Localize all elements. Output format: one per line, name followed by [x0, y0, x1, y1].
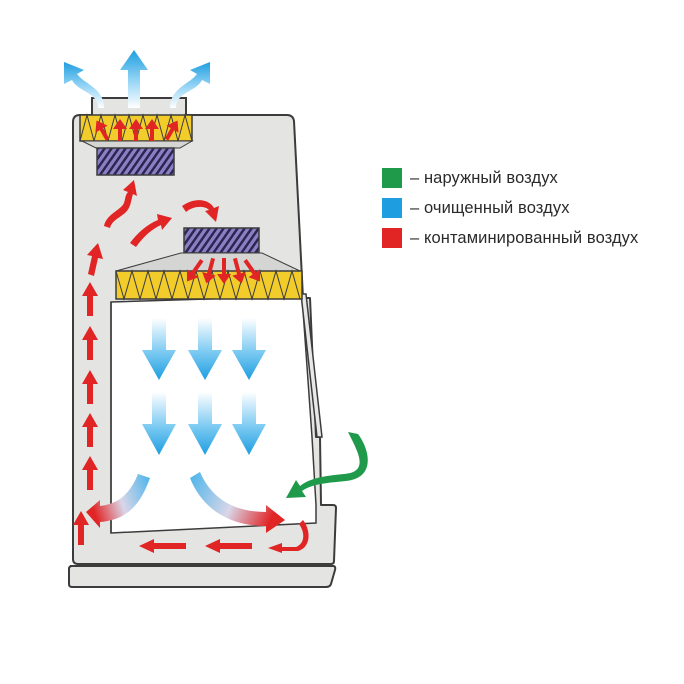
- cabinet-base: [68, 565, 337, 588]
- exhaust-fan: [96, 147, 175, 176]
- legend-item-contaminated-air: – контаминированный воздух: [382, 228, 638, 248]
- legend-label: – очищенный воздух: [410, 198, 570, 217]
- contaminated-air-swatch: [382, 228, 402, 248]
- contaminated-air-arrows: [73, 180, 309, 553]
- supply-filter-red-arrows: [186, 257, 261, 284]
- outside-air-swatch: [382, 168, 402, 188]
- legend: – наружный воздух – очищенный воздух – к…: [382, 168, 638, 258]
- outside-air-inflow-arrow: [286, 432, 368, 498]
- mixed-air-arrow-right: [190, 472, 285, 533]
- legend-item-outside-air: – наружный воздух: [382, 168, 638, 188]
- exhaust-plenum: [81, 140, 194, 149]
- exhaust-clean-air-arrows: [64, 50, 210, 108]
- front-sash: [300, 293, 323, 438]
- supply-fan: [183, 227, 260, 254]
- legend-label: – контаминированный воздух: [410, 228, 639, 247]
- clean-downflow-arrows: [142, 318, 266, 455]
- mixed-air-arrow-left: [86, 474, 150, 528]
- legend-item-clean-air: – очищенный воздух: [382, 198, 638, 218]
- legend-label: – наружный воздух: [410, 168, 558, 187]
- exhaust-filter-red-arrows: [95, 119, 179, 141]
- clean-air-swatch: [382, 198, 402, 218]
